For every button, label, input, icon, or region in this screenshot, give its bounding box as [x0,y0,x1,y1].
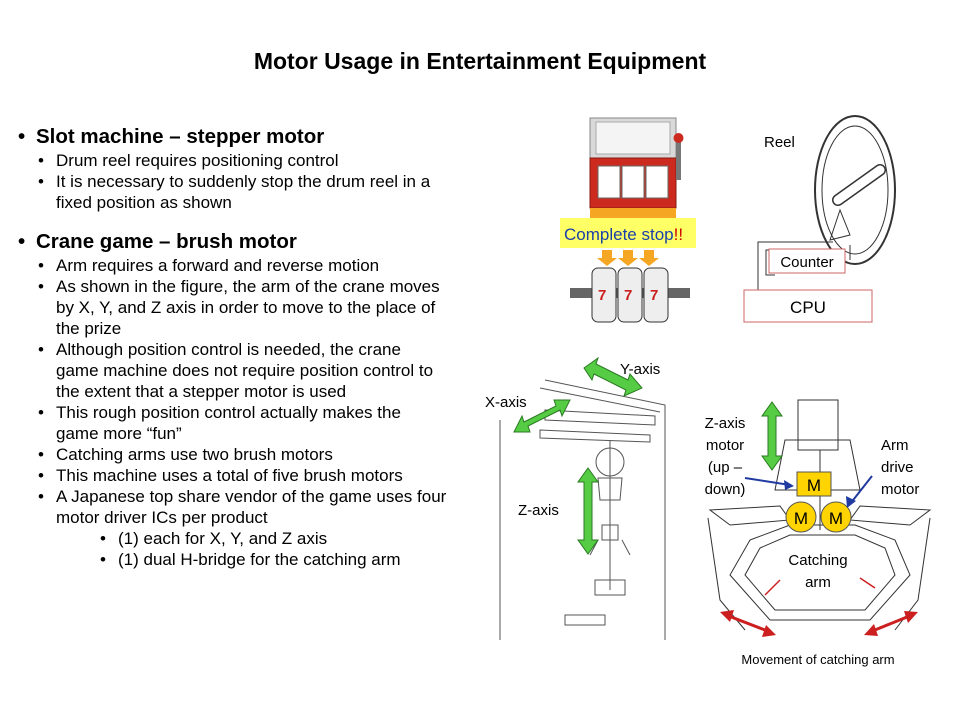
movement-arrow-right-icon [864,611,918,636]
cpu-box [743,289,873,323]
catching-arm-figure: M M M Z-axis motor (up – down) Arm drive… [705,399,932,667]
z-motor-letter: M [807,476,821,495]
drum-reels-illustration: 7 7 7 [570,267,690,323]
counter-label: Counter [780,254,833,271]
arm-drive-pointer [846,475,873,508]
z-motor-label-line1: Z-axis [705,415,746,432]
z-motor-pointer [744,477,794,490]
arm-drive-label-line3: motor [881,481,919,498]
crane-subbullet: (1) each for X, Y, and Z axis [18,528,448,549]
crane-subbullet: (1) dual H-bridge for the catching arm [18,549,448,570]
svg-text:7: 7 [598,287,606,304]
z-motor-label-line3: (up – [708,459,743,476]
crane-figure: Y-axis X-axis Z-axis [485,356,666,640]
slot-machine-figure: Complete stop!! 7 7 7 Reel Counter CPU [560,115,896,323]
arm-motor-left [785,501,817,533]
z-motor-label-line2: motor [706,437,744,454]
crane-bullet: Arm requires a forward and reverse motio… [18,255,448,276]
catching-arm-red-marks [764,577,876,596]
catching-arm-label-line1: Catching [788,552,847,569]
section-heading-slot: Slot machine – stepper motor [18,124,448,150]
arm-motor-right-letter: M [829,509,843,528]
svg-text:7: 7 [650,287,658,304]
movement-label: Movement of catching arm [741,652,894,667]
catching-arm-label-line2: arm [805,574,831,591]
section-heading-crane: Crane game – brush motor [18,229,448,255]
page-title: Motor Usage in Entertainment Equipment [253,48,707,74]
crane-bullet: This rough position control actually mak… [18,402,448,444]
movement-arrow-left-icon [720,610,776,637]
arm-motor-left-letter: M [794,509,808,528]
arm-drive-label-line1: Arm [881,437,909,454]
reel-label: Reel [764,134,795,151]
arm-motor-right [820,501,852,533]
z-motor-arrow-icon [761,401,783,471]
crane-bullet: This machine uses a total of five brush … [18,465,448,486]
svg-text:7: 7 [624,287,632,304]
bullet-list: Slot machine – stepper motor Drum reel r… [18,124,448,570]
cpu-label: CPU [790,298,826,317]
z-motor-box [796,471,832,497]
counter-box [768,248,846,274]
down-arrows-icon [597,250,659,266]
x-axis-arrow-icon [513,399,571,433]
arm-mechanism-illustration [707,399,932,631]
y-axis-arrow-icon [583,356,643,397]
slot-machine-illustration [589,117,684,218]
crane-bullet: Catching arms use two brush motors [18,444,448,465]
reel-wheel-illustration [814,115,896,265]
z-axis-arrow-icon [577,467,599,555]
slot-bullet: It is necessary to suddenly stop the dru… [18,171,448,213]
arm-drive-label-line2: drive [881,459,914,476]
crane-bullet: As shown in the figure, the arm of the c… [18,276,448,339]
complete-stop-highlight [560,218,696,248]
slot-bullet: Drum reel requires positioning control [18,150,448,171]
complete-stop-text: Complete stop!! [564,225,683,244]
crane-bullet: A Japanese top share vendor of the game … [18,486,448,528]
y-axis-label: Y-axis [620,361,660,378]
z-axis-label: Z-axis [518,502,559,519]
z-motor-label-line4: down) [705,481,746,498]
x-axis-label: X-axis [485,394,527,411]
crane-bullet: Although position control is needed, the… [18,339,448,402]
